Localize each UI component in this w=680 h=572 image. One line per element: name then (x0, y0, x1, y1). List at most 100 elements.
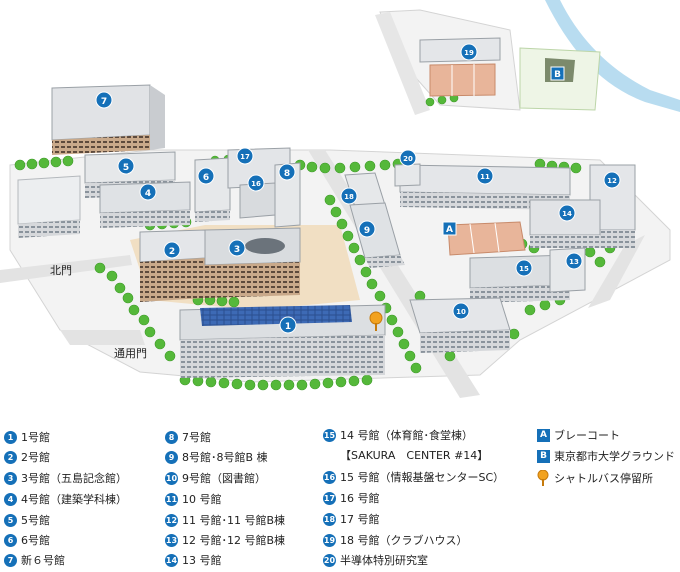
svg-text:19: 19 (464, 49, 474, 57)
svg-text:3: 3 (234, 245, 240, 255)
marker-13: 13 (565, 252, 583, 270)
legend-item-10: 10 9号館（図書館） (165, 470, 266, 486)
marker-icon: 4 (4, 492, 17, 506)
svg-text:20: 20 (403, 155, 413, 163)
marker-16: 16 (247, 174, 265, 192)
north-gate-label: 北門 (50, 264, 72, 277)
marker-icon: 5 (4, 513, 17, 527)
bus-stop-pin-icon (537, 470, 549, 486)
marker-12: 12 (603, 171, 621, 189)
legend-label: 15 号館（情報基盤センターSC） (340, 471, 505, 484)
svg-text:7: 7 (101, 97, 107, 107)
main-gate-label: 通用門 (114, 347, 147, 360)
river (545, 0, 680, 112)
marker-icon: 8 (165, 430, 178, 444)
legend-label: 18 号館（クラブハウス） (340, 534, 468, 547)
legend-label: 東京都市大学グラウンド (554, 450, 675, 463)
buildings (17, 37, 636, 378)
legend-item-17: 17 16 号館 (323, 490, 380, 506)
legend-item-4: 4 4号館（建築学科棟） (4, 491, 127, 507)
legend-label: 7号館 (182, 431, 211, 444)
marker-icon: 20 (323, 553, 336, 567)
marker-7: 7 (95, 91, 113, 109)
marker-14: 14 (558, 204, 576, 222)
legend-label: シャトルバス停留所 (554, 472, 653, 485)
svg-text:11: 11 (480, 173, 490, 181)
bus-stop-pin-icon (369, 311, 383, 331)
building-markers: 7 5 4 2 3 6 17 16 8 1 18 9 20 11 12 14 1… (95, 43, 621, 334)
svg-text:12: 12 (607, 177, 617, 185)
legend-label: 13 号館 (182, 554, 222, 567)
svg-text:16: 16 (251, 180, 261, 188)
marker-icon: 15 (323, 428, 336, 442)
svg-text:8: 8 (284, 169, 290, 179)
legend-label: 2号館 (21, 451, 50, 464)
legend-item-6: 6 6号館 (4, 532, 50, 548)
marker-B: B (550, 66, 565, 81)
svg-text:13: 13 (569, 258, 579, 266)
marker-icon: 6 (4, 533, 17, 547)
svg-text:A: A (446, 225, 453, 235)
legend-label: 17 号館 (340, 513, 380, 526)
campus-map: 7 5 4 2 3 6 17 16 8 1 18 9 20 11 12 14 1… (0, 0, 680, 398)
marker-icon: 14 (165, 553, 178, 567)
marker-icon: 17 (323, 491, 336, 505)
legend-label: 新６号館 (21, 554, 65, 567)
legend-label: 11 号館･11 号館B棟 (182, 514, 286, 527)
svg-text:5: 5 (123, 163, 129, 173)
legend-item-14: 14 13 号館 (165, 552, 222, 568)
svg-text:18: 18 (344, 193, 354, 201)
marker-11: 11 (476, 167, 494, 185)
legend-label: 9号館（図書館） (182, 472, 266, 485)
svg-text:14: 14 (562, 210, 572, 218)
legend-label: 10 号館 (182, 493, 222, 506)
marker-icon: 16 (323, 470, 336, 484)
legend-label: 16 号館 (340, 492, 380, 505)
legend-label: 4号館（建築学科棟） (21, 493, 127, 506)
legend-label: 3号館（五島記念館） (21, 472, 127, 485)
marker-17: 17 (236, 147, 254, 165)
marker-5: 5 (117, 157, 135, 175)
legend-label: 12 号館･12 号館B棟 (182, 534, 286, 547)
legend-item-13: 13 12 号館･12 号館B棟 (165, 532, 285, 548)
legend-label: 6号館 (21, 534, 50, 547)
svg-text:9: 9 (364, 226, 370, 236)
marker-2: 2 (163, 241, 181, 259)
legend-item-16: 16 15 号館（情報基盤センターSC） (323, 469, 504, 485)
svg-text:10: 10 (456, 308, 466, 316)
legend-item-20: 20 半導体特別研究室 (323, 552, 428, 568)
marker-icon: 13 (165, 533, 178, 547)
marker-icon: A (537, 428, 550, 442)
legend-item-8: 8 7号館 (165, 429, 211, 445)
marker-icon: 19 (323, 533, 336, 547)
marker-20: 20 (399, 149, 417, 167)
marker-A: A (442, 221, 457, 236)
legend-item-A: A ブレーコート (537, 427, 620, 443)
marker-18: 18 (340, 187, 358, 205)
marker-4: 4 (139, 183, 157, 201)
marker-icon: 9 (165, 450, 178, 464)
legend-item-11: 11 10 号館 (165, 491, 222, 507)
svg-text:15: 15 (519, 265, 529, 273)
svg-text:1: 1 (285, 322, 291, 332)
legend-label: ブレーコート (554, 429, 620, 442)
marker-6: 6 (197, 167, 215, 185)
legend-item-15-continuation: 【SAKURA CENTER #14】 (340, 449, 489, 462)
marker-icon: 11 (165, 492, 178, 506)
marker-10: 10 (452, 302, 470, 320)
svg-text:4: 4 (145, 189, 151, 199)
svg-text:B: B (554, 70, 561, 80)
svg-text:17: 17 (240, 153, 250, 161)
legend-label: 半導体特別研究室 (340, 554, 428, 567)
marker-icon: 10 (165, 471, 178, 485)
marker-icon: 1 (4, 430, 17, 444)
marker-icon: 12 (165, 513, 178, 527)
marker-icon: 7 (4, 553, 17, 567)
svg-text:6: 6 (203, 173, 209, 183)
